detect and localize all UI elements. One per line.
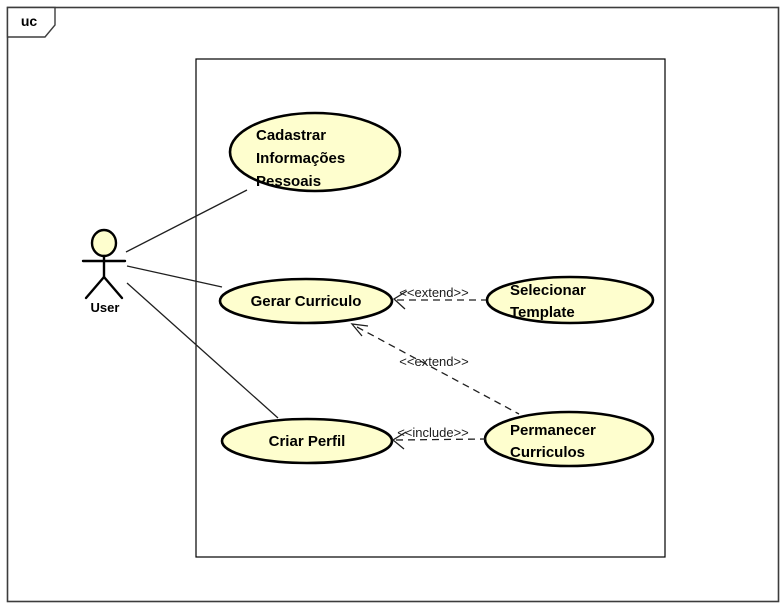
usecase-cadastrar-informacoes-pessoais: Cadastrar Informações Pessoais [228, 111, 402, 193]
usecase-ellipse [228, 111, 402, 193]
association-user-criar-perfil [126, 282, 279, 419]
usecase-label: Gerar Curriculo [251, 293, 362, 310]
usecase-label-line: Selecionar [510, 282, 586, 299]
usecase-ellipse [220, 417, 394, 465]
usecase-permanecer-curriculos: Permanecer Curriculos [483, 410, 655, 468]
actor-user: User [81, 228, 127, 315]
stereotype-label: <<extend>> [399, 354, 468, 369]
usecase-label-line: Template [510, 304, 575, 321]
stereotype-label: <<include>> [397, 425, 469, 440]
usecase-label-line: Pessoais [256, 173, 321, 190]
usecase-label-line: Cadastrar [256, 127, 326, 144]
usecase-selecionar-template: Selecionar Template [485, 275, 655, 325]
usecase-label-line: Curriculos [510, 444, 585, 461]
actor-label: User [91, 300, 120, 315]
usecase-criar-perfil: Criar Perfil [220, 417, 394, 465]
actor-leg-left [84, 275, 106, 300]
include-arrow-permanecer-to-criar: <<include>> [391, 425, 487, 450]
frame-tag-label: uc [21, 13, 38, 29]
usecase-label: Criar Perfil [269, 433, 346, 450]
stereotype-label: <<extend>> [399, 285, 468, 300]
usecase-label-line: Informações [256, 150, 345, 167]
actor-leg-right [102, 275, 124, 300]
extend-arrow-selecionar-to-gerar: <<extend>> [392, 285, 486, 310]
usecase-label-line: Permanecer [510, 422, 596, 439]
dashed-line [395, 438, 487, 441]
actor-head [90, 228, 118, 258]
open-arrowhead-icon [350, 323, 369, 337]
association-user-gerar-curriculo [126, 265, 223, 288]
association-user-cadastrar [125, 189, 248, 253]
dashed-line [356, 326, 520, 415]
open-arrowhead-icon [392, 290, 408, 310]
usecase-ellipse [218, 277, 394, 325]
open-arrowhead-icon [391, 431, 407, 450]
frame-tab [6, 6, 56, 38]
usecase-ellipse [485, 275, 655, 325]
usecase-gerar-curriculo: Gerar Curriculo [218, 277, 394, 325]
extend-arrow-permanecer-to-gerar: <<extend>> [350, 323, 520, 415]
